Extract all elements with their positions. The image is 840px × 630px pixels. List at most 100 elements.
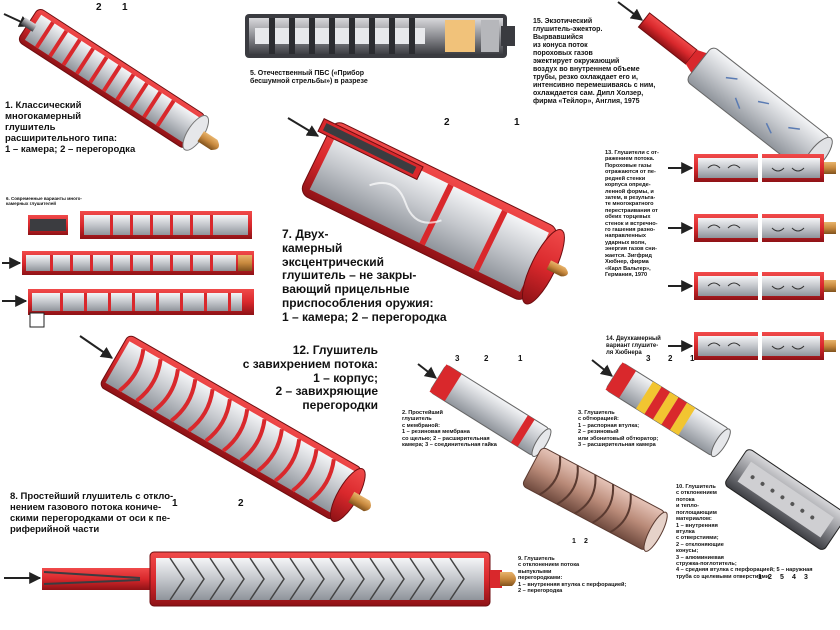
caption-line: «Карл Вальтер», <box>605 265 651 272</box>
caption-line: Хюбнер, фирма <box>605 259 649 266</box>
caption-line: Вырвавшийся <box>533 34 584 42</box>
caption-line: расширительного типа: <box>5 132 118 144</box>
fig7-label-1: 1 <box>514 117 520 128</box>
caption-line: многокамерный <box>5 110 82 122</box>
fig5-pbs-drawing <box>245 14 515 58</box>
caption-line: 6. Современные варианты много- <box>6 196 82 201</box>
caption-line: 1 – внутренняя втулка с перфорацией; <box>518 581 627 588</box>
caption-line: и тепло- <box>676 503 699 510</box>
fig10-label-5: 5 <box>780 574 784 581</box>
fig12-label-2: 2 <box>238 498 244 509</box>
caption-line: ля Хюбнера <box>606 349 642 356</box>
caption-line: глушитель-эжектор. <box>533 26 603 34</box>
fig2-label-1: 1 <box>518 354 523 363</box>
caption-line: конусы; <box>676 548 699 555</box>
caption-line: энергия газов сни- <box>605 246 657 253</box>
caption-line: Пороховые газы <box>605 162 652 169</box>
caption-line: выпуклыми <box>518 568 552 575</box>
caption-line: 1 – корпус; <box>313 370 378 385</box>
fig6-modern-silencers-drawing <box>2 211 254 328</box>
caption-line: с отклонением потока <box>518 562 580 569</box>
caption-line: 2 – отклоняющие <box>676 541 724 548</box>
fig3-obturation-silencer-drawing <box>591 359 731 458</box>
caption-line: 1 – камера; 2 – перегородка <box>282 309 447 324</box>
caption-line: 2 – резиновый <box>578 429 619 436</box>
caption-line: поглощающим <box>676 509 717 516</box>
caption-line: жается. Зигфрид <box>605 252 652 259</box>
caption-line: 7. Двух- <box>282 227 329 241</box>
caption-line: 2. Простейший <box>402 410 443 416</box>
caption-line: с отверстиями; <box>676 535 719 542</box>
caption-line: перегородками: <box>518 575 563 582</box>
caption-line: 2 – завихряющие <box>275 384 378 399</box>
caption-line: фирма «Тейлор», Англия, 1975 <box>533 98 640 106</box>
caption-line: эксцентрический <box>282 254 384 269</box>
caption-line: стенок и встречно- <box>605 220 658 227</box>
caption-line: бесшумной стрельбы») в разрезе <box>250 78 368 86</box>
caption-line: ражением потока. <box>605 156 655 163</box>
caption-line: направленных <box>605 233 646 240</box>
caption-line: камера; 3 – соединительная гайка <box>402 442 497 449</box>
caption-line: ленной формы, и <box>605 188 654 195</box>
caption-line: глушитель – не закры- <box>282 268 417 283</box>
caption-line: затем, в результа- <box>605 194 656 201</box>
fig7-eccentric-silencer-drawing <box>287 117 568 305</box>
fig1-caption: 1. Классический многокамерный глушитель … <box>5 100 136 156</box>
caption-line: 1 – распорная втулка; <box>578 422 640 429</box>
fig3-label-3: 3 <box>646 354 651 363</box>
fig2-membrane-silencer-drawing <box>417 363 552 457</box>
caption-line: 1. Классический <box>5 100 82 111</box>
fig10-label-1a: 1 <box>758 574 762 581</box>
caption-line: эжектирует окружающий <box>533 58 620 66</box>
fig2-label-2: 2 <box>484 354 489 363</box>
caption-line: Германия, 1970 <box>605 272 648 279</box>
fig3-caption: 3. Глушитель с обтюрацией: 1 – распорная… <box>578 410 658 449</box>
caption-line: 3. Глушитель <box>578 410 615 416</box>
fig1-label-2: 2 <box>96 2 102 13</box>
caption-line: втулка <box>676 528 695 535</box>
fig12-caption: 12. Глушитель с завихрением потока: 1 – … <box>228 343 378 413</box>
fig2-caption: 2. Простейший глушитель с мембраной: 1 –… <box>402 410 497 449</box>
caption-line: 12. Глушитель <box>292 343 378 357</box>
fig12-label-1: 1 <box>172 498 178 509</box>
caption-line: стружка-поглотитель; <box>676 561 737 568</box>
caption-line: потока <box>676 496 695 503</box>
caption-line: 8. Простейший глушитель с откло- <box>10 491 174 502</box>
caption-line: те многократного <box>605 201 654 208</box>
fig8-caption: 8. Простейший глушитель с откло- нением … <box>10 491 174 536</box>
caption-line: 4 – средняя втулка с перфорацией; 5 – на… <box>676 567 813 574</box>
caption-line: 1 – резиновая мембрана <box>402 429 470 436</box>
caption-line: с мембраной: <box>402 422 440 429</box>
caption-line: охлаждается сам. Дипл Холзер, <box>533 90 644 98</box>
caption-line: 3 – расширительная камера <box>578 442 656 449</box>
caption-line: глушитель <box>402 416 432 423</box>
fig14-caption: 14. Двухкамерный вариант глушите- ля Хюб… <box>606 336 661 357</box>
caption-line: 3 – алюминиевая <box>676 554 724 561</box>
fig12-swirl-silencer-drawing <box>79 335 371 522</box>
caption-line: корпуса опреде- <box>605 182 651 189</box>
caption-line: перестраивания от <box>605 207 658 214</box>
fig6-caption: 6. Современные варианты много- камерных … <box>6 196 82 206</box>
caption-line: материалом: <box>676 516 712 523</box>
caption-line: с обтюрацией: <box>578 416 619 423</box>
caption-line: 10. Глушитель <box>676 484 716 490</box>
caption-line: 5. Отечественный ПБС («Прибор <box>250 70 365 77</box>
caption-line: редней стенки <box>605 175 646 182</box>
fig13-caption: 13. Глушители с от- ражением потока. Пор… <box>605 150 659 278</box>
caption-line: вающий прицельные <box>282 282 410 297</box>
caption-line: перегородки <box>302 398 378 413</box>
fig1-classic-silencer-drawing <box>3 9 219 151</box>
caption-line: или эбонитовый обтюратор; <box>578 435 659 442</box>
caption-line: с завихрением потока: <box>242 356 378 371</box>
caption-line: 1 – камера; 2 – перегородка <box>5 143 136 155</box>
caption-line: трубы, резко охлаждает его и, <box>533 74 638 82</box>
caption-line: ударных волн, <box>605 239 646 246</box>
caption-line: воздух во внутреннем объеме <box>533 66 640 74</box>
caption-line: со щелью; 2 – расширительная <box>402 435 490 442</box>
caption-line: с отклонением <box>676 490 717 497</box>
caption-line: скими перегородками от оси к пе- <box>10 512 171 524</box>
caption-line: риферийной части <box>10 523 100 535</box>
fig10-caption: 10. Глушитель с отклонением потока и теп… <box>676 484 813 580</box>
caption-line: 2 – перегородка <box>518 588 563 595</box>
